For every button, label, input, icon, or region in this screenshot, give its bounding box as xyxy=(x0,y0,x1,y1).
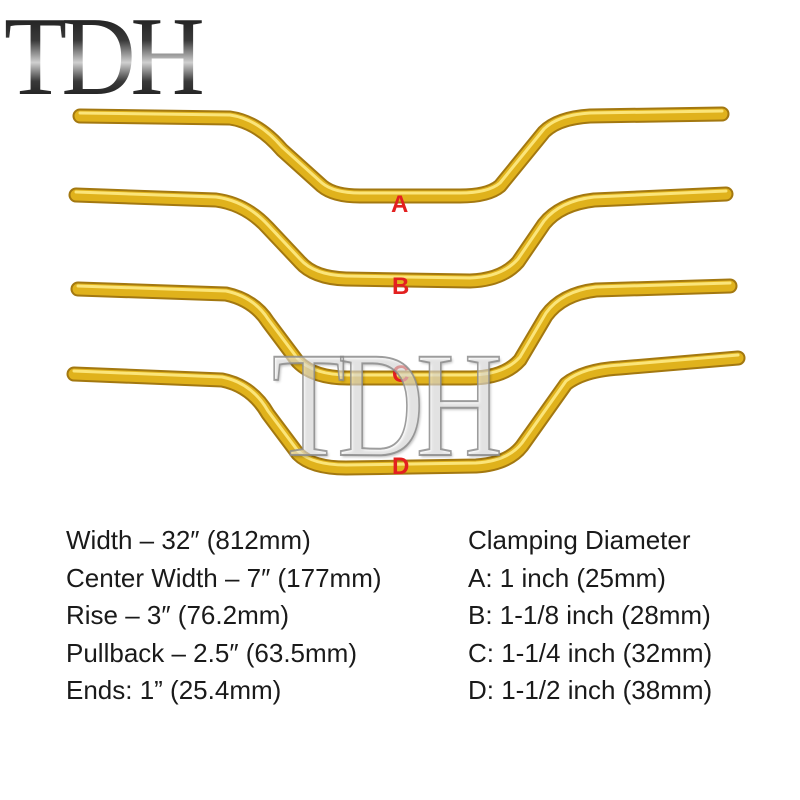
clamping-title: Clamping Diameter xyxy=(468,525,691,555)
clamping-item-a: A: 1 inch (25mm) xyxy=(468,562,666,593)
spec-list: Width – 32″ (812mm) Center Width – 7″ (1… xyxy=(66,522,382,710)
handlebar-b: B xyxy=(68,186,734,300)
handlebar-d: D xyxy=(66,350,746,480)
handlebar-c: C xyxy=(70,278,738,388)
clamping-item-c: C: 1-1/4 inch (32mm) xyxy=(468,637,713,668)
tdh-logo: TDH xyxy=(4,1,225,113)
bar-label-b: B xyxy=(392,273,409,300)
bar-label-c: C xyxy=(392,361,409,388)
clamping-item-d: D: 1-1/2 inch (38mm) xyxy=(468,675,713,706)
spec-width: Width – 32″ (812mm) xyxy=(66,525,311,555)
tdh-watermark: TDH xyxy=(271,322,503,488)
handlebar-a: A xyxy=(72,106,730,218)
spec-pullback: Pullback – 2.5″ (63.5mm) xyxy=(66,637,357,668)
bar-label-a: A xyxy=(391,191,408,218)
spec-ends: Ends: 1” (25.4mm) xyxy=(66,675,282,706)
spec-center-width: Center Width – 7″ (177mm) xyxy=(66,562,382,593)
clamping-item-b: B: 1-1/8 inch (28mm) xyxy=(468,600,711,631)
clamping-list: Clamping Diameter A: 1 inch (25mm) B: 1-… xyxy=(468,522,712,710)
bar-label-d: D xyxy=(392,453,409,480)
spec-rise: Rise – 3″ (76.2mm) xyxy=(66,600,290,631)
